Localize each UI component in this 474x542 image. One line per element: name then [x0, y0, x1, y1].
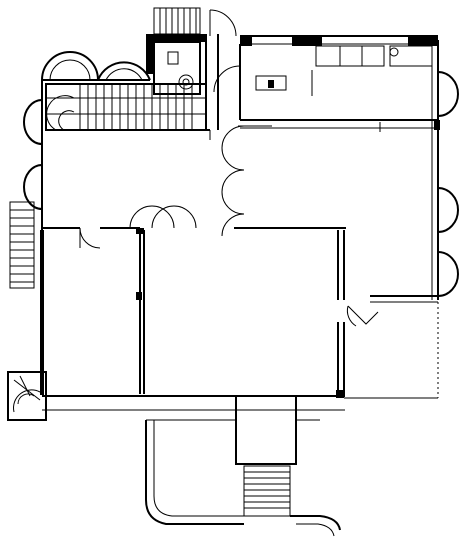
east-round-bays — [437, 71, 459, 297]
nw-round-bays — [41, 51, 151, 81]
west-round-bays — [23, 99, 43, 210]
entry-wc-block — [146, 34, 219, 130]
kitchen — [239, 36, 440, 130]
garden-path — [145, 419, 341, 537]
bedroom-walls — [42, 227, 346, 398]
sw-spiral-stair — [7, 371, 47, 421]
south-entry-porch — [235, 395, 297, 517]
entry-doors — [209, 9, 241, 93]
west-exterior-stair — [9, 201, 35, 289]
living-room — [209, 122, 433, 296]
main-staircase — [45, 83, 210, 131]
bedroom-doors — [79, 205, 197, 249]
north-entry-steps — [153, 7, 201, 35]
hall-doors — [221, 125, 272, 237]
terrace-door — [344, 295, 439, 399]
